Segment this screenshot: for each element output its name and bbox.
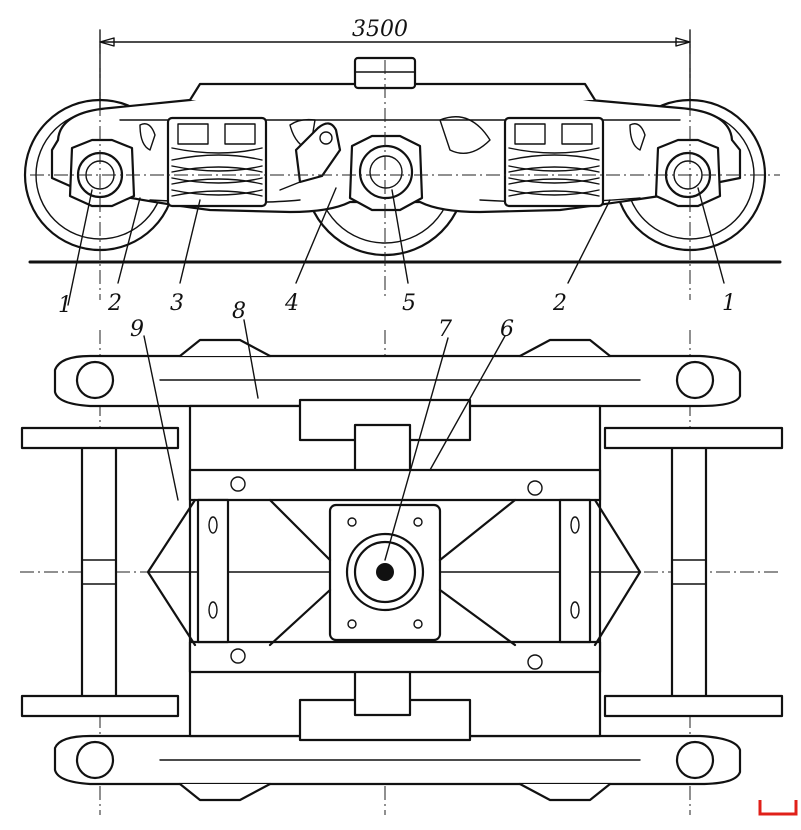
centre-bowl: [328, 503, 442, 642]
axle-box-right: [654, 138, 722, 208]
corner-mark: [758, 800, 798, 816]
callout-3: 3: [170, 291, 184, 316]
callout-7: 7: [438, 317, 452, 342]
spring-group-right: [503, 116, 605, 208]
inner-beams: [196, 498, 592, 644]
wheelset-right: [603, 426, 784, 718]
callout-2-right: 2: [552, 291, 567, 316]
axle-box-middle: [348, 134, 424, 212]
spring-group-left: [166, 116, 268, 208]
cross-beam-lower: [188, 640, 602, 674]
side-view: 3500: [23, 17, 782, 318]
callout-8: 8: [232, 299, 246, 324]
top-view: 9 8 7 6: [20, 299, 784, 815]
brake-lever: [279, 122, 342, 191]
callout-9: 9: [130, 317, 144, 342]
cross-beam-upper: [188, 468, 602, 502]
top-leaders: [143, 319, 506, 561]
callout-1-right: 1: [722, 291, 736, 316]
callout-4: 4: [284, 291, 299, 316]
side-frame-top: [53, 338, 742, 408]
side-labels: 1 2 3 4 5 2 1: [58, 291, 736, 318]
side-leaders: [67, 187, 725, 306]
axle-box-left: [68, 138, 136, 208]
callout-6: 6: [500, 317, 514, 342]
top-labels: 9 8 7 6: [130, 299, 514, 342]
side-frame-bottom: [53, 734, 742, 802]
dimension-label: 3500: [352, 17, 408, 42]
brake-rods: [146, 498, 642, 647]
wheelset-left: [20, 426, 180, 718]
callout-2-left: 2: [107, 291, 122, 316]
callout-1-left: 1: [58, 293, 72, 318]
callout-5: 5: [402, 291, 416, 316]
center-lines-side: [30, 30, 780, 300]
